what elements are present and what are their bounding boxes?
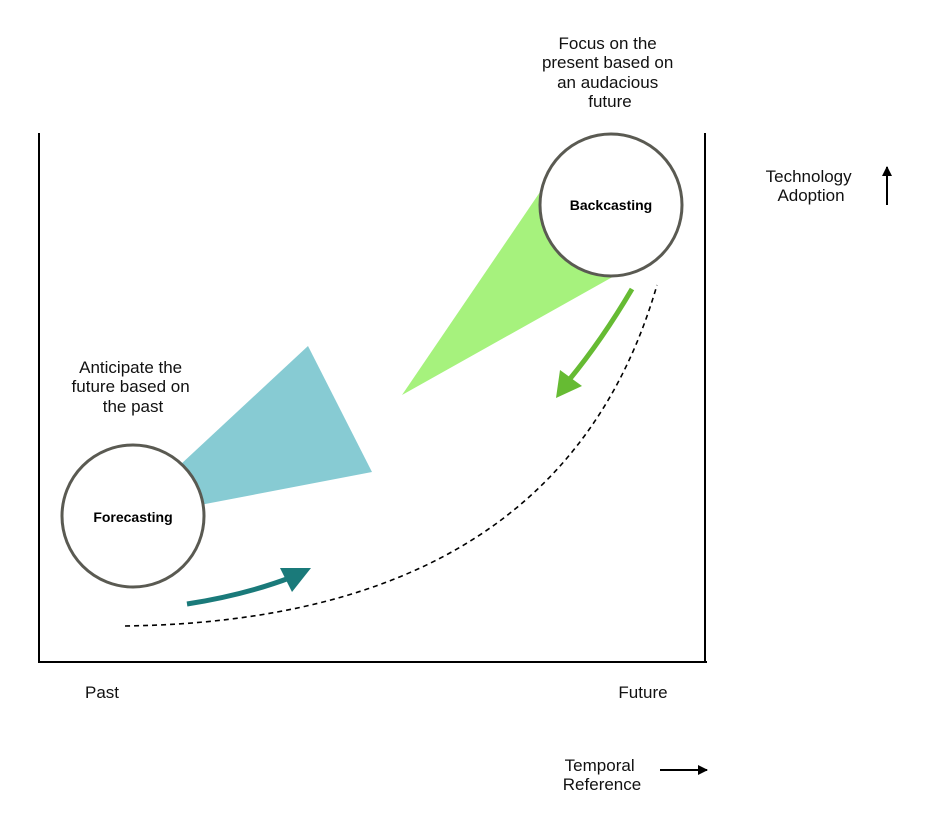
y-axis-label-line-1: Technology: [766, 167, 853, 186]
forecasting-note-line-3: the past: [103, 397, 164, 416]
x-axis-label: Temporal Reference: [563, 756, 641, 794]
x-axis-label-line-1: Temporal: [565, 756, 635, 775]
forecasting-cone: [180, 346, 372, 505]
x-axis-label-line-2: Reference: [563, 775, 641, 794]
backcasting-note-line-4: future: [588, 92, 631, 111]
x-axis-start-label: Past: [85, 683, 119, 702]
backcasting-node: Backcasting: [538, 132, 684, 278]
backcasting-note: Focus on the present based on an audacio…: [542, 34, 678, 111]
forecasting-note-line-1: Anticipate the: [79, 358, 182, 377]
backcasting-label: Backcasting: [570, 197, 652, 213]
forecasting-note-line-2: future based on: [72, 377, 190, 396]
backcasting-note-line-2: present based on: [542, 53, 673, 72]
forecasting-arrow: [186, 568, 311, 607]
backcasting-note-line-1: Focus on the: [558, 34, 656, 53]
adoption-curve: [124, 284, 658, 627]
y-axis-label: Technology Adoption: [766, 167, 857, 205]
axes-frame: [38, 133, 707, 663]
backcasting-note-line-3: an audacious: [557, 73, 658, 92]
y-axis-label-line-2: Adoption: [777, 186, 844, 205]
forecasting-label: Forecasting: [93, 509, 172, 525]
backcasting-arrow: [556, 287, 635, 398]
forecasting-node: Forecasting: [60, 443, 206, 589]
forecasting-note: Anticipate the future based on the past: [72, 358, 195, 416]
x-axis-end-label: Future: [618, 683, 667, 702]
